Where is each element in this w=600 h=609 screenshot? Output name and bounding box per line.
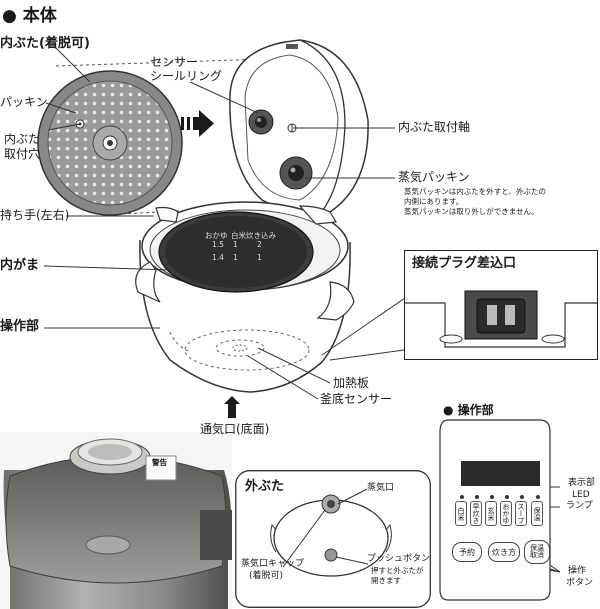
pot-mark-1-5: 1.5 <box>212 240 224 249</box>
outer-lid-diagram <box>270 488 392 577</box>
pot-mark-1b: 1 <box>233 253 238 262</box>
mode-label: 保温 <box>531 501 543 526</box>
led-dot-icon <box>519 495 524 499</box>
photo-sticker: 警告 <box>152 458 167 467</box>
led-dot-icon <box>535 495 540 499</box>
note-steam-3: 蒸気パッキンは取り外しができません。 <box>404 207 539 216</box>
plug-box-title: 接続プラグ差込口 <box>412 256 517 271</box>
led-dot-icon <box>489 495 494 499</box>
page-title: ● 本体 <box>2 6 57 26</box>
label-sensor-seal-1: センサー <box>150 55 199 69</box>
mode-label: 早炊き <box>470 501 482 526</box>
outer-lid-title: 外ぶた <box>245 479 285 494</box>
pot-mark-mixed: 炊き込み <box>246 231 276 240</box>
label-led-2: ランプ <box>566 501 593 511</box>
label-heating-plate: 加熱板 <box>333 376 370 390</box>
pot-mark-2: 2 <box>257 240 262 249</box>
mode-porridge: おかゆ <box>500 495 513 526</box>
inner-lid-drawing <box>37 70 183 216</box>
label-push-button-3: 開きます <box>371 576 401 585</box>
label-inner-lid: 内ぶた(着脱可) <box>0 36 90 51</box>
label-display: 表示部 <box>568 478 596 488</box>
mode-soup: スープ <box>515 495 528 526</box>
label-steam-cap-2: (着脱可) <box>249 571 284 581</box>
label-steam-cap-1: 蒸気口キャップ <box>241 559 305 569</box>
label-buttons-2: ボタン <box>566 578 594 588</box>
mode-label: 白米 <box>455 501 467 526</box>
vent-arrow-icon <box>224 396 240 418</box>
label-inner-lid-hole-2: 取付穴 <box>4 147 41 161</box>
label-sensor-seal-2: シールリング <box>150 69 223 83</box>
label-push-button-2: 押すと外ぶたが <box>371 566 424 575</box>
mode-label: 玄米 <box>485 501 497 526</box>
outer-lid-box: 外ぶた 蒸気口 蒸気口キャップ (着脱可) プッシュボタン 押すと外ぶたが 開き… <box>235 470 431 608</box>
keep-warm-cancel-label-1: 保温 <box>530 544 544 552</box>
label-bottom-sensor: 釜底センサー <box>320 392 393 406</box>
cooker-body-drawing <box>135 201 355 393</box>
control-panel-title: ● 操作部 <box>443 403 494 417</box>
note-steam-2: 内側にあります。 <box>404 197 464 206</box>
pot-mark-1c: 1 <box>257 253 262 262</box>
label-vent: 通気口(底面) <box>200 422 270 436</box>
mode-brown-rice: 玄米 <box>485 495 498 526</box>
note-steam-1: 蒸気パッキンは内ぶたを外すと、外ぶたの <box>404 187 546 196</box>
mode-led-row: 白米 早炊き 玄米 おかゆ スープ 保温 <box>455 495 549 529</box>
plug-box: 接続プラグ差込口 <box>404 250 598 360</box>
label-led-1: LED <box>572 490 590 500</box>
mode-label: スープ <box>515 501 527 526</box>
led-dot-icon <box>474 495 479 499</box>
arrow-right-icon <box>181 110 214 137</box>
label-steam-port: 蒸気口 <box>367 483 395 493</box>
pot-mark-1-4: 1.4 <box>212 253 224 262</box>
keep-warm-cancel-label-2: 取消 <box>530 551 544 559</box>
reserve-button[interactable]: 予約 <box>452 542 482 562</box>
pot-mark-rice: 白米 <box>231 231 246 240</box>
pot-mark-1a: 1 <box>233 240 238 249</box>
label-inner-pot: 内がま <box>0 258 40 273</box>
product-photo <box>0 432 232 609</box>
keep-warm-cancel-button[interactable]: 保温 取消 <box>524 540 550 564</box>
mode-keep-warm: 保温 <box>531 495 544 526</box>
label-steam-packing: 蒸気パッキン <box>398 170 470 184</box>
label-handle: 持ち手(左右) <box>0 208 70 222</box>
label-control-part: 操作部 <box>0 319 40 334</box>
mode-white-rice: 白米 <box>455 495 468 526</box>
mode-label: おかゆ <box>500 501 512 526</box>
led-dot-icon <box>459 495 464 499</box>
label-buttons-1: 操作 <box>568 566 587 576</box>
led-dot-icon <box>504 495 509 499</box>
plug-socket-icon <box>405 290 597 348</box>
label-packing: パッキン <box>0 95 48 109</box>
label-push-button-1: プッシュボタン <box>367 554 431 564</box>
cook-mode-button[interactable]: 炊き方 <box>488 542 520 562</box>
label-inner-lid-shaft: 内ぶた取付軸 <box>398 120 471 134</box>
mode-quick: 早炊き <box>470 495 483 526</box>
label-inner-lid-hole-1: 内ぶた <box>4 132 41 146</box>
pot-mark-porridge: おかゆ <box>205 231 228 240</box>
